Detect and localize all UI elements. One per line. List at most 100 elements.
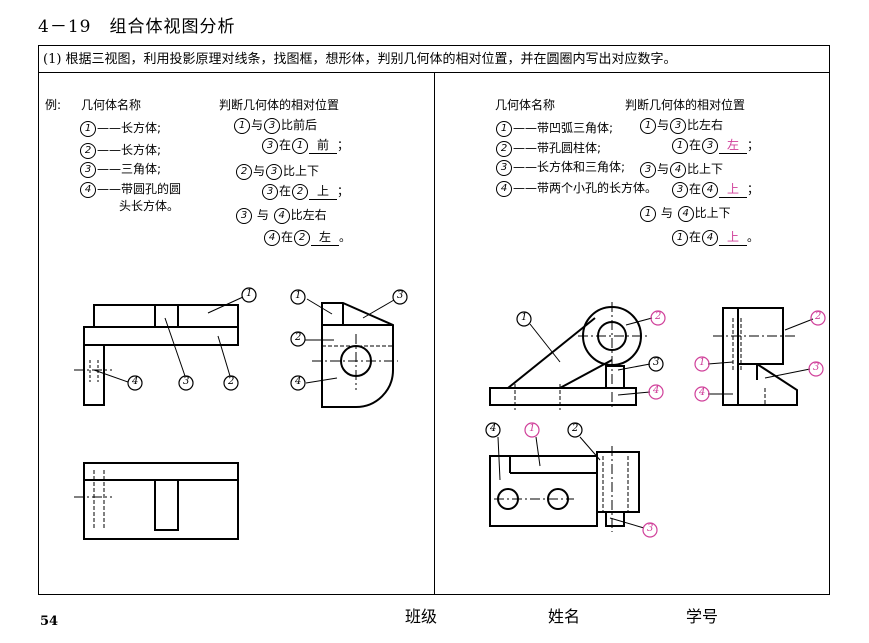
circle-number: 3 [262,183,278,200]
in-text: 在 [689,138,702,152]
circle-number: 2 [294,229,311,246]
circle-number: 4 [702,181,719,198]
name-text: 带凹弧三角体; [537,121,614,135]
answer-blank: 上 [719,180,748,198]
circle-number: 2 [80,142,96,159]
right-leader-lines [497,317,814,529]
left-label-circles [127,287,408,391]
answer-blank: 左 [719,136,748,154]
circle-number: 3 [236,207,252,224]
circle-number: 4 [670,161,687,178]
circle-number: 3 [80,161,96,178]
in-text: 在 [279,184,292,198]
period: 。 [747,230,760,244]
semicolon: ； [337,138,350,152]
page-number: 54 [40,614,59,629]
name-text: 长方体; [121,121,162,135]
right-side-view [713,307,798,406]
left-front-view [74,304,239,406]
period: 。 [339,230,352,244]
left-side-view [312,302,398,408]
semicolon: ； [747,182,760,196]
exercise-frame: (1) 根据三视图，利用投影原理对线条，找图框，想形体，判别几何体的相对位置，并… [38,45,830,595]
in-text: 在 [689,182,702,196]
circle-number: 3 [496,159,512,176]
answer-blank: 上 [309,182,338,200]
left-name-2: 2——长方体; [79,141,161,159]
answer-blank: 前 [309,136,338,154]
name-text: 带圆孔的圆 [121,182,182,196]
name-label: 姓名 [548,607,581,626]
yu: 与 [256,208,269,222]
left-name-3: 3——三角体; [79,160,161,178]
right-top-view [489,446,640,532]
circle-number: 3 [266,163,283,180]
right-col1-head: 几何体名称 [495,98,556,112]
left-col1-head: 几何体名称 [81,98,142,112]
in-text: 在 [279,138,292,152]
circle-number: 1 [640,205,656,222]
circle-number: 3 [264,117,281,134]
name-text: 带孔圆柱体; [537,141,602,155]
circle-number: 1 [672,137,688,154]
right-front-view [489,302,648,410]
rel-text: 比上下 [694,206,731,220]
in-text: 在 [281,230,294,244]
in-text: 在 [689,230,702,244]
left-name-1: 1——长方体; [79,119,161,137]
circle-number: 1 [640,117,656,134]
circle-number: 3 [262,137,278,154]
column-divider [434,73,435,594]
name-text: 长方体; [121,143,162,157]
name-text: 长方体和三角体; [537,160,626,174]
rel-text: 比左右 [290,208,327,222]
circle-number: 3 [670,117,687,134]
left-name-4: 4——带圆孔的圆 [79,180,181,198]
student-id-label: 学号 [686,607,719,626]
rel-text: 比上下 [687,162,724,176]
yu: 与 [251,118,264,132]
rel-text: 比上下 [283,164,320,178]
circle-number: 1 [672,229,688,246]
name-text: 带两个小孔的长方体。 [537,181,658,195]
circle-number: 2 [236,163,252,180]
circle-number: 2 [496,140,512,157]
answer-blank: 左 [311,228,340,246]
exercise-title: 组合体视图分析 [109,17,236,37]
circle-number: 3 [702,137,719,154]
right-name-1: 1——带凹弧三角体; [495,119,613,137]
left-leader-lines [93,296,395,384]
circle-number: 1 [234,117,250,134]
circle-number: 4 [80,181,96,198]
semicolon: ； [747,138,760,152]
circle-number: 1 [80,120,96,137]
left-top-view [74,462,239,540]
left-name-4-cont: 头长方体。 [119,199,180,213]
left-col2-head: 判断几何体的相对位置 [219,98,340,112]
right-name-3: 3——长方体和三角体; [495,158,625,176]
circle-number: 1 [496,120,512,137]
circle-number: 4 [264,229,280,246]
circle-number: 1 [292,137,309,154]
circle-number: 4 [496,180,512,197]
yu: 与 [660,206,673,220]
circle-number: 4 [677,205,694,222]
circle-number: 3 [640,161,656,178]
instruction-text: (1) 根据三视图，利用投影原理对线条，找图框，想形体，判别几何体的相对位置，并… [39,46,829,73]
rel-text: 比左右 [687,118,724,132]
circle-number: 4 [702,229,719,246]
